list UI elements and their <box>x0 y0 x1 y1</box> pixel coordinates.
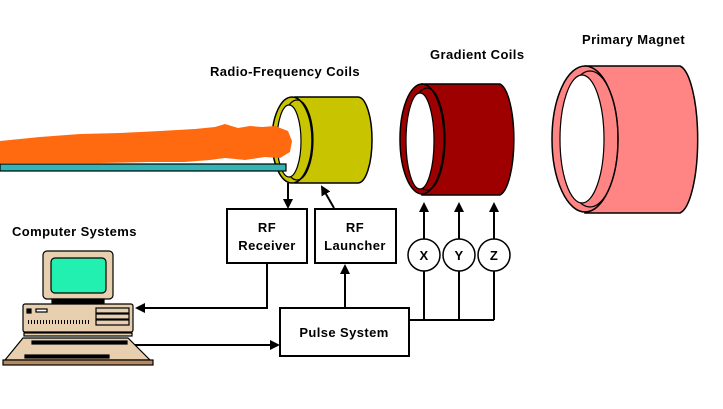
gradient-axis-y: Y <box>442 238 476 272</box>
primary-magnet-label: Primary Magnet <box>582 32 685 47</box>
rf-coils-label: Radio-Frequency Coils <box>210 64 360 79</box>
svg-text:Y: Y <box>454 248 463 263</box>
svg-text:X: X <box>419 248 428 263</box>
rf-receiver-box: RF Receiver <box>226 208 308 264</box>
gradient-axis-x: X <box>407 238 441 272</box>
svg-text:Z: Z <box>490 248 498 263</box>
gradient-coils <box>399 83 515 196</box>
svg-text:RF: RF <box>258 220 276 235</box>
svg-text:Receiver: Receiver <box>238 238 295 253</box>
svg-text:RF: RF <box>346 220 364 235</box>
rf-launcher-box: RF Launcher <box>314 208 397 264</box>
pulse-system-box: Pulse System <box>279 307 410 357</box>
gradient-axis-z: Z <box>477 238 511 272</box>
gradient-coils-label: Gradient Coils <box>430 47 524 62</box>
svg-text:Launcher: Launcher <box>324 238 386 253</box>
computer-icon <box>2 250 154 366</box>
patient-body <box>0 124 292 163</box>
computer-systems-label: Computer Systems <box>12 224 137 239</box>
connectors <box>132 183 499 350</box>
patient-table <box>0 163 287 172</box>
primary-magnet <box>551 65 699 214</box>
svg-text:Pulse System: Pulse System <box>299 325 388 340</box>
